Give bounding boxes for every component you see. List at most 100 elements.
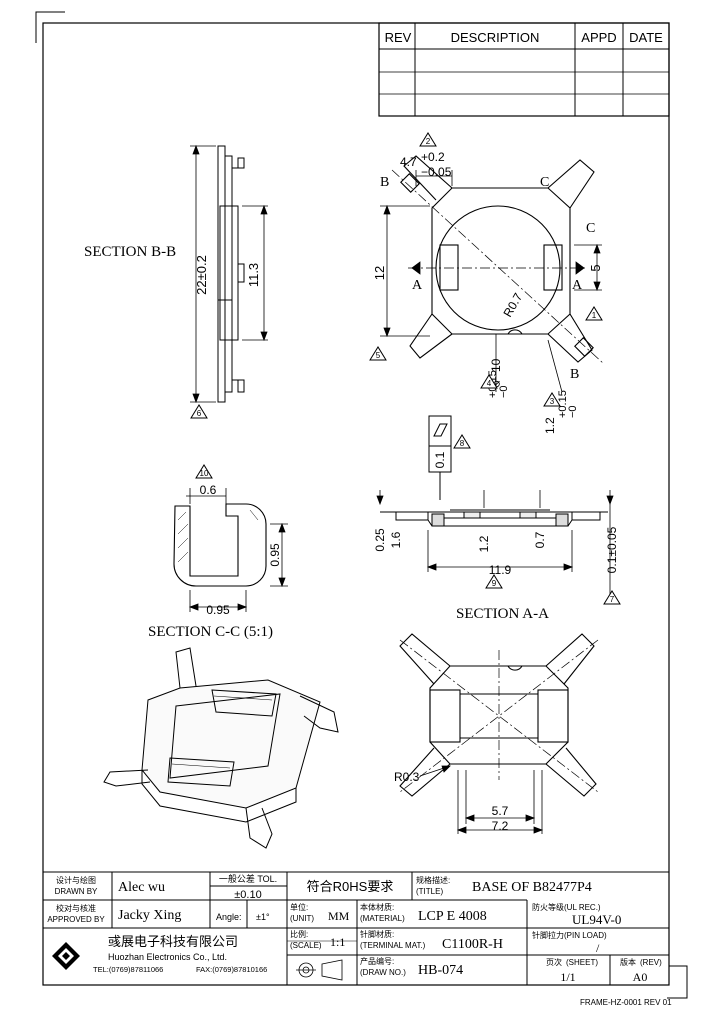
dim-phi-10: 10 (489, 358, 503, 372)
dim-5-7: 5.7 (492, 804, 509, 818)
sheet-label-cn: 页次 (546, 957, 562, 967)
callout-5-triangle: 5 (369, 346, 387, 361)
sheet-frame (42, 22, 670, 986)
pinload-value: / (596, 941, 600, 955)
unit-value: MM (328, 909, 350, 923)
terminal-label-cn: 针脚材质: (360, 929, 394, 939)
dim-1-2-aa: 1.2 (477, 535, 491, 552)
section-bb-label: SECTION B-B (84, 244, 176, 260)
rev-header: REV (385, 30, 412, 45)
dim-12: 12 (372, 266, 387, 280)
callout-4-triangle: 4 (480, 374, 498, 389)
rev-label-en: (REV) (640, 958, 662, 967)
scale-value: 1:1 (330, 935, 345, 949)
title-label-en: (TITLE) (416, 887, 443, 896)
dim-0-25: 0.25 (373, 528, 387, 552)
designer-label-cn: 设计与绘图 (56, 875, 96, 885)
dim-1-2-tol-plus: +0.15 (557, 390, 569, 418)
svg-text:2: 2 (426, 137, 431, 146)
svg-text:9: 9 (492, 579, 497, 588)
callout-7-triangle: 7 (603, 590, 621, 605)
dim-0-1-pm: 0.1±0.05 (605, 526, 619, 573)
approver-label-cn: 校对与核准 (56, 903, 96, 913)
material-label-cn: 本体材质: (360, 902, 394, 912)
material-label-en: (MATERIAL) (360, 914, 405, 923)
designer-label-en: DRAWN BY (55, 887, 98, 896)
ul-label: 防火等级(UL REC.) (532, 902, 601, 912)
company-fax: FAX:(0769)87810166 (196, 965, 267, 974)
corner-mark (35, 11, 65, 43)
bottom-view (399, 633, 599, 797)
diameter-symbol: ⌀ (493, 376, 500, 390)
section-aa-view (380, 509, 608, 527)
section-mark-a-right: A (572, 278, 583, 293)
section-cc-label: SECTION C-C (5:1) (148, 624, 273, 640)
callout-1-triangle: 1 (585, 306, 603, 321)
svg-text:6: 6 (197, 409, 202, 418)
dim-22: 22±0.2 (194, 255, 209, 295)
dim-r0-3: R0.3 (394, 770, 420, 784)
title-value: BASE OF B82477P4 (472, 880, 592, 895)
dim-1-2: 1.2 (543, 417, 557, 434)
scale-label-cn: 比例: (290, 929, 308, 939)
svg-text:4: 4 (487, 379, 492, 388)
svg-text:7: 7 (610, 595, 615, 604)
svg-text:10: 10 (200, 469, 209, 478)
designer-name: Alec wu (118, 880, 165, 895)
drawno-label-cn: 产品编号: (360, 956, 394, 966)
dim-4-7-tol-minus: −0.05 (421, 165, 452, 179)
section-mark-b-bottom: B (570, 367, 579, 382)
dim-11-3: 11.3 (246, 263, 261, 287)
company-name-cn: 彧展电子科技有限公司 (108, 934, 238, 949)
dim-phi-10-tol-minus: −0 (498, 385, 510, 398)
section-mark-b-top: B (380, 175, 389, 190)
dim-11-9: 11.9 (489, 563, 512, 577)
unit-label-en: (UNIT) (290, 914, 314, 923)
dim-4-7-tol-plus: +0.2 (421, 150, 445, 164)
frame-reference: FRAME-HZ-0001 REV 01 (580, 998, 672, 1007)
svg-text:8: 8 (460, 439, 465, 448)
appd-header: APPD (581, 30, 616, 45)
tolerance-angle-label: Angle: (216, 912, 242, 922)
dim-1-2-tol-minus: −0 (567, 405, 579, 418)
revision-table: REV DESCRIPTION APPD DATE (378, 22, 670, 117)
tolerance-header: 一般公差 TOL. (219, 873, 277, 884)
callout-9-triangle: 9 (485, 574, 503, 589)
drawno-label-en: (DRAW NO.) (360, 968, 406, 977)
section-bb-view (217, 145, 245, 403)
company-name-en: Huozhan Electronics Co., Ltd. (108, 952, 227, 962)
section-cc-view (173, 503, 267, 587)
svg-text:1: 1 (592, 311, 597, 320)
dim-1-6: 1.6 (389, 531, 403, 548)
section-aa-dimensions (376, 490, 614, 600)
section-mark-a-left: A (412, 278, 423, 293)
section-aa-label: SECTION A-A (456, 606, 549, 622)
company-logo (52, 942, 80, 970)
dim-0-6: 0.6 (200, 483, 217, 497)
tolerance-linear: ±0.10 (234, 889, 261, 901)
rohs-text: 符合R0HS要求 (307, 879, 394, 894)
dim-0-95-vertical: 0.95 (268, 543, 282, 567)
callout-2-triangle: 2 (419, 132, 437, 147)
terminal-value: C1100R-H (442, 937, 503, 952)
company-tel: TEL:(0769)87811066 (93, 965, 163, 974)
top-view-dimensions (380, 170, 602, 393)
rev-value: A0 (633, 970, 648, 984)
sheet-label-en: (SHEET) (566, 958, 598, 967)
dim-0-95-horizontal: 0.95 (206, 603, 230, 617)
approver-label-en: APPROVED BY (47, 915, 105, 924)
section-mark-c-right: C (586, 221, 595, 236)
callout-3-triangle: 3 (543, 392, 561, 407)
svg-text:3: 3 (550, 397, 555, 406)
top-view (391, 155, 605, 365)
isometric-view (103, 647, 339, 849)
title-label-cn: 规格描述: (416, 875, 450, 885)
callout-6-triangle: 6 (190, 404, 208, 419)
section-bb-dimensions (190, 144, 268, 404)
flatness-value: 0.1 (433, 451, 447, 468)
dim-4-7: 4.7 (400, 155, 417, 169)
date-header: DATE (629, 30, 663, 45)
sheet-value: 1/1 (560, 970, 575, 984)
projection-symbol (296, 959, 343, 981)
